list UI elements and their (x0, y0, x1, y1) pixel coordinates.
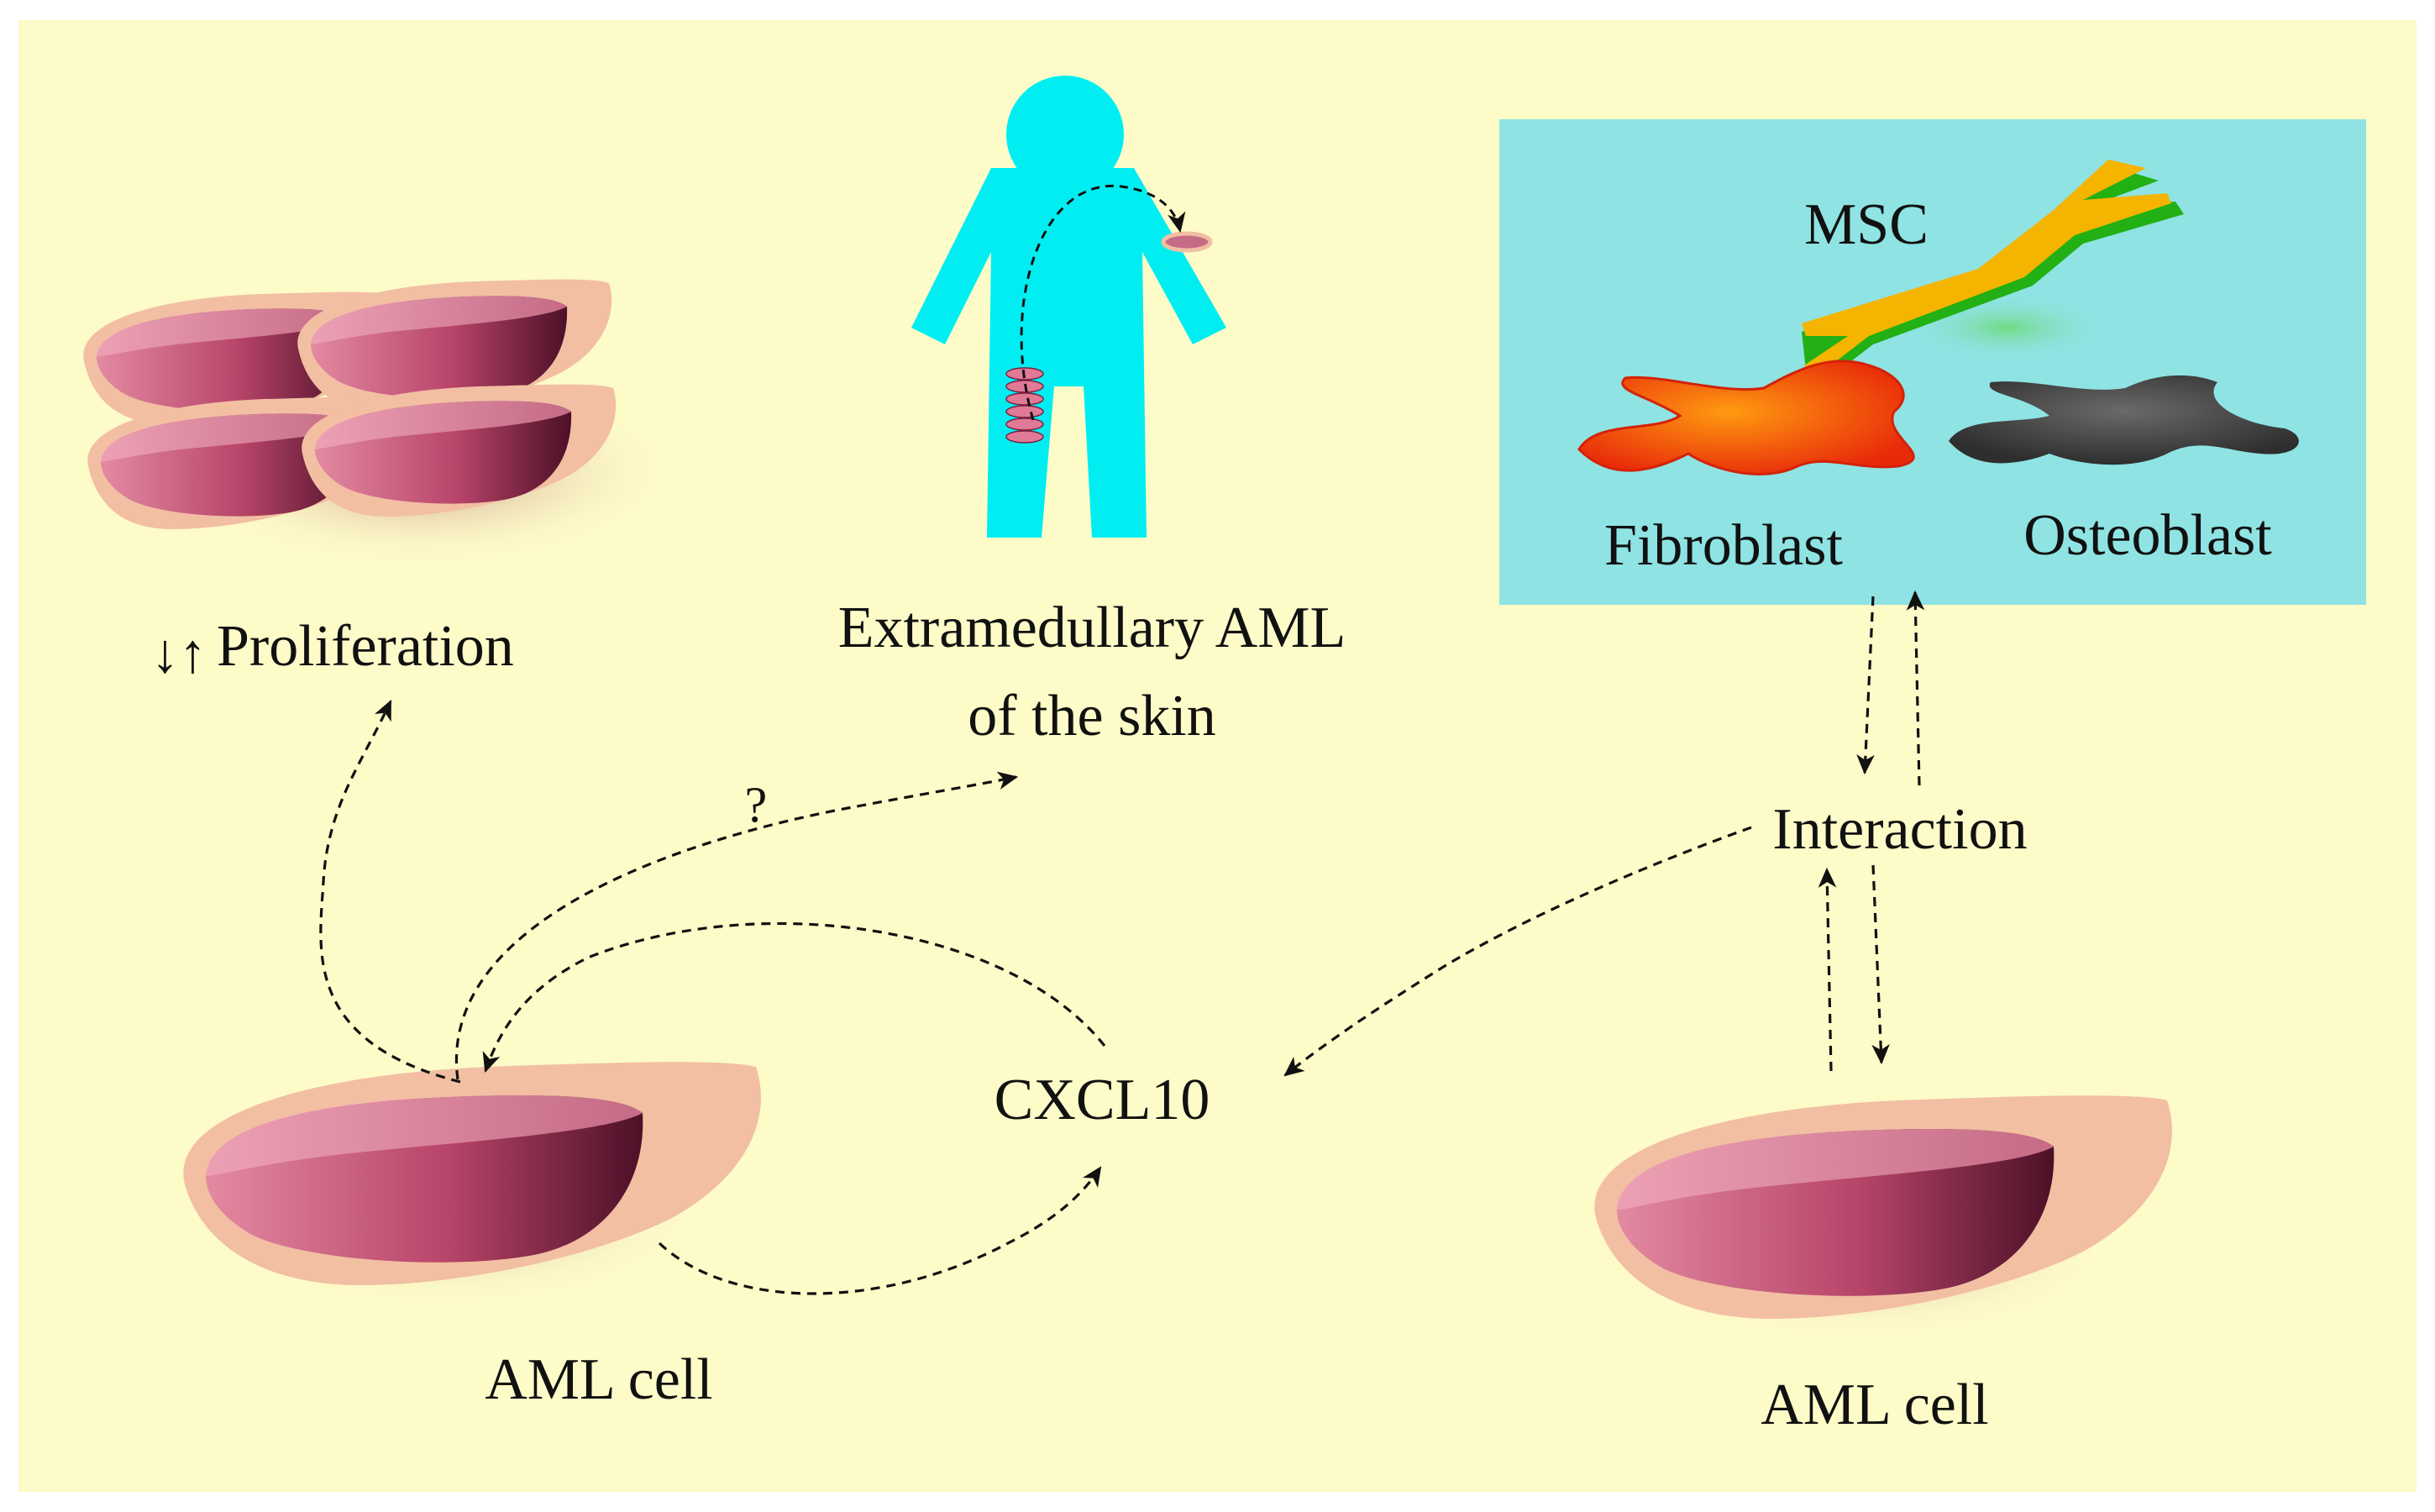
question-mark-label: ? (745, 777, 768, 832)
osteoblast-cell-icon (1949, 375, 2299, 465)
osteoblast-label: Osteoblast (2023, 503, 2272, 568)
niche-box (1499, 119, 2366, 605)
aml-cell-left-label: AML cell (485, 1347, 713, 1412)
aml-cell-right-label: AML cell (1761, 1373, 1989, 1437)
msc-label: MSC (1804, 192, 1929, 257)
extramedullary-label-line1: Extramedullary AML (838, 596, 1346, 660)
arrow-cell-to-cxcl10 (658, 1166, 1102, 1295)
arrow-cxcl10-to-cell (482, 921, 1106, 1074)
migrating-cells-icon (1005, 184, 1213, 444)
human-figure-icon (911, 76, 1226, 538)
proliferating-cell-cluster (83, 279, 672, 563)
cxcl10-label: CXCL10 (994, 1068, 1210, 1132)
arrow-interaction-to-cxcl10 (1283, 826, 1752, 1077)
arrow-cell-to-extramedullary (454, 771, 1019, 1080)
interaction-label: Interaction (1772, 797, 2027, 862)
msc-cell-icon (1802, 160, 2184, 386)
extramedullary-label-line2: of the skin (968, 684, 1216, 748)
arrow-cell-to-proliferation (319, 700, 461, 1084)
proliferation-arrows-glyph: ↓↑ (151, 623, 207, 685)
proliferation-label: Proliferation (217, 614, 514, 679)
arrow-interaction-to-niche (1906, 590, 1925, 786)
arrow-interaction-to-cell (1871, 864, 1890, 1065)
fibroblast-label: Fibroblast (1604, 513, 1843, 578)
arrow-cell-to-interaction (1818, 867, 1837, 1072)
arrow-niche-to-interaction (1856, 596, 1875, 775)
fibroblast-cell-icon (1577, 360, 1915, 475)
